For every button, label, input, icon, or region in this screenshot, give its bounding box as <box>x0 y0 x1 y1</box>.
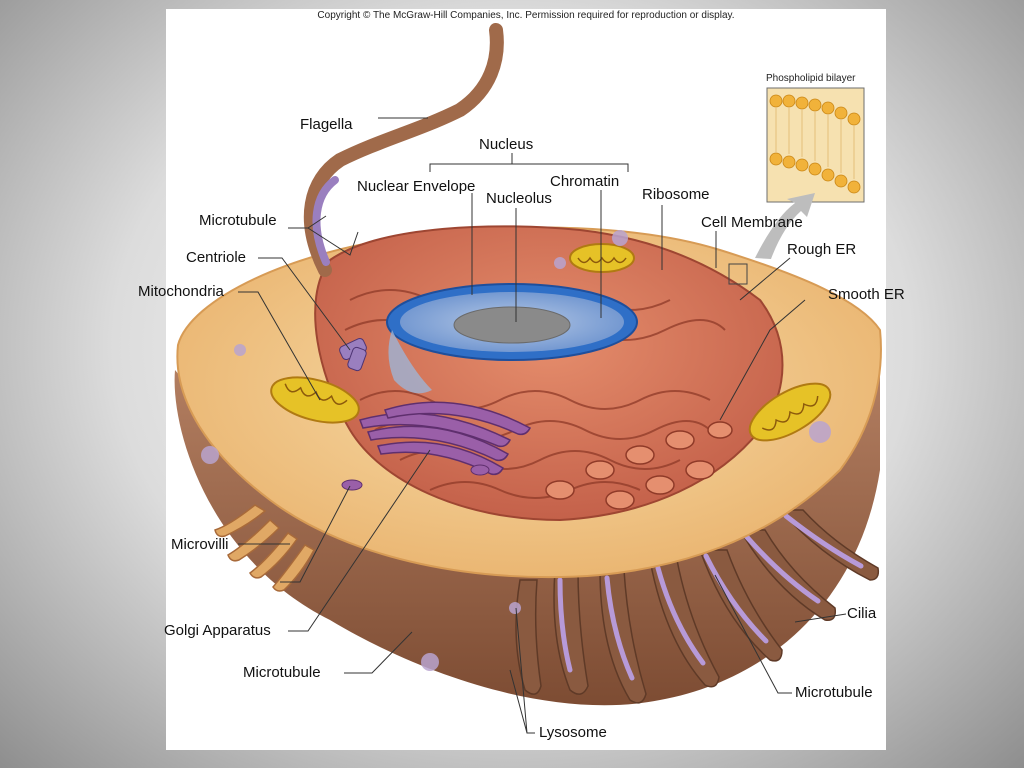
label-golgi-apparatus: Golgi Apparatus <box>164 622 271 639</box>
mitochondrion-right <box>748 382 832 442</box>
label-cilia: Cilia <box>847 605 877 622</box>
centriole <box>339 337 367 372</box>
label-cell-membrane: Cell Membrane <box>701 214 803 231</box>
leader-lines <box>238 117 847 734</box>
golgi-apparatus <box>359 401 531 476</box>
flagellum <box>303 23 504 277</box>
bilayer-heads-top <box>769 94 861 126</box>
label-microtubule-bottom: Microtubule <box>243 664 321 681</box>
label-ribosome: Ribosome <box>642 186 710 203</box>
label-mitochondria: Mitochondria <box>138 283 224 300</box>
label-microvilli: Microvilli <box>171 536 229 553</box>
inset-title: Phospholipid bilayer <box>766 73 856 84</box>
leader-golgi <box>280 449 431 632</box>
label-microtubule-right: Microtubule <box>795 684 873 701</box>
label-chromatin: Chromatin <box>550 173 620 190</box>
label-centriole: Centriole <box>186 249 247 266</box>
bilayer-heads-bottom <box>769 152 861 194</box>
nucleus-cutaway <box>388 330 432 394</box>
leader-mitochondria <box>238 291 321 401</box>
mitochondrion-top <box>569 243 635 273</box>
label-nuclear-envelope: Nuclear Envelope <box>357 178 476 195</box>
cilia-microtubules <box>557 513 864 681</box>
mitochondrion-left <box>270 376 360 424</box>
label-lysosome: Lysosome <box>539 724 607 741</box>
leader-lysosome <box>509 607 535 734</box>
leader-rough-er <box>739 257 791 301</box>
lysosomes <box>201 230 831 671</box>
smooth-er-tubes <box>545 421 733 510</box>
copyright-notice: Copyright © The McGraw-Hill Companies, I… <box>317 10 735 21</box>
nucleolus <box>453 306 571 344</box>
label-rough-er: Rough ER <box>787 241 857 258</box>
label-microtubule-top: Microtubule <box>199 212 277 229</box>
golgi-vesicle <box>341 479 363 491</box>
label-smooth-er: Smooth ER <box>828 286 905 303</box>
bilayer-tails <box>775 107 855 179</box>
leader-nucleus-bracket <box>429 153 629 172</box>
leader-smooth-er <box>719 299 806 421</box>
inset-arrow <box>755 193 815 259</box>
flagellum-microtubule <box>312 176 339 266</box>
leader-microtubule-bottom <box>344 631 413 674</box>
leader-microtubule-right <box>714 574 792 694</box>
label-flagella: Flagella <box>300 116 353 133</box>
label-nucleus: Nucleus <box>479 136 534 153</box>
leader-cilia <box>794 613 847 623</box>
label-nucleolus: Nucleolus <box>486 190 552 207</box>
golgi-vesicle-2 <box>470 464 490 476</box>
leader-microtubule-top <box>288 215 359 256</box>
inset-source-box <box>728 263 748 285</box>
leader-centriole <box>258 257 351 351</box>
